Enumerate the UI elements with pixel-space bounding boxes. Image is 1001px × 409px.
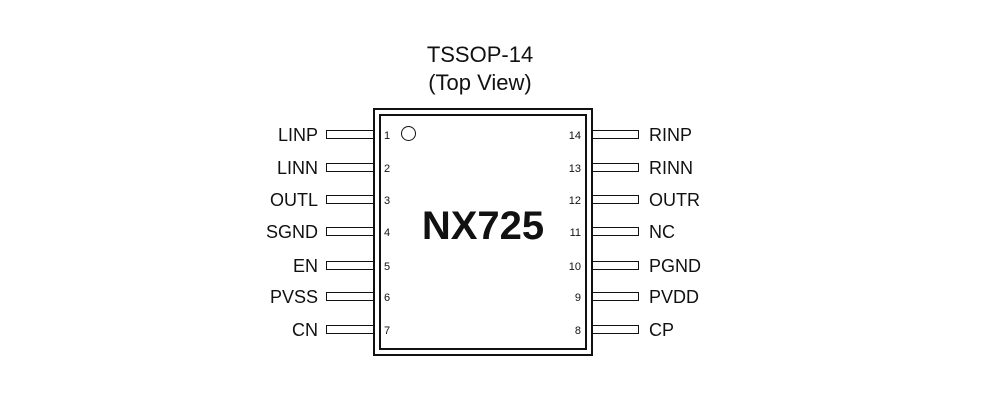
pin-label: LINP xyxy=(277,125,318,145)
chip-name: NX725 xyxy=(421,204,545,248)
pin-label: OUTL xyxy=(269,190,318,210)
pin-number: 6 xyxy=(384,292,391,304)
pin-number: 14 xyxy=(568,130,581,142)
pin-lead xyxy=(326,163,374,172)
pin-number: 5 xyxy=(384,261,391,273)
pin-lead xyxy=(326,130,374,139)
pin-label: SGND xyxy=(265,222,318,242)
pin-lead xyxy=(326,325,374,334)
pin-lead xyxy=(591,292,639,301)
pin-lead xyxy=(326,292,374,301)
pin-label: OUTR xyxy=(649,190,700,210)
pin-lead xyxy=(591,195,639,204)
pin-number: 8 xyxy=(574,325,581,337)
pin-label: PVDD xyxy=(649,287,700,307)
pin-number: 13 xyxy=(568,163,581,175)
pin-lead xyxy=(326,261,374,270)
pin-label: LINN xyxy=(276,158,318,178)
pin-label: PVSS xyxy=(269,287,318,307)
ic-body: NX725 xyxy=(373,108,593,356)
package-name: TSSOP-14 xyxy=(426,42,534,67)
pin-label: CP xyxy=(649,320,675,340)
pin-number: 3 xyxy=(384,195,391,207)
pin-label: CN xyxy=(292,320,318,340)
pin-label: PGND xyxy=(649,256,702,276)
pin1-marker xyxy=(401,126,416,141)
pin-label: NC xyxy=(649,222,675,242)
pin-number: 12 xyxy=(568,195,581,207)
pin-number: 9 xyxy=(574,292,581,304)
pin-number: 7 xyxy=(384,325,391,337)
pin-number: 4 xyxy=(384,227,391,239)
pin-lead xyxy=(591,130,639,139)
pin-lead xyxy=(591,325,639,334)
pin-number: 10 xyxy=(568,261,581,273)
pin-number: 2 xyxy=(384,163,391,175)
ic-body-inner: NX725 xyxy=(379,114,587,350)
pin-lead xyxy=(326,195,374,204)
pin-lead xyxy=(326,227,374,236)
view-label: (Top View) xyxy=(428,70,532,95)
pin-label: EN xyxy=(292,256,318,276)
pin-lead xyxy=(591,227,639,236)
pin-lead xyxy=(591,261,639,270)
pin-number: 11 xyxy=(569,227,581,239)
pin-number: 1 xyxy=(384,130,391,142)
pin-lead xyxy=(591,163,639,172)
pin-label: RINN xyxy=(649,158,693,178)
pin-label: RINP xyxy=(649,125,693,145)
